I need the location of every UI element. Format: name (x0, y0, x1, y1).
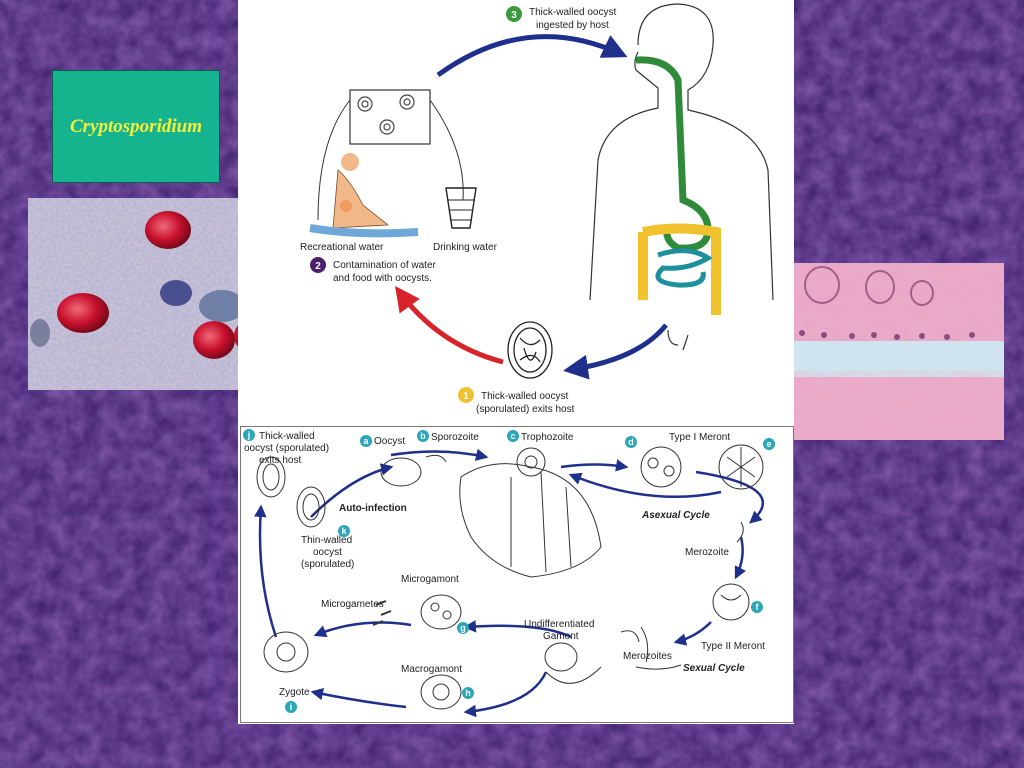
oocyst-red-3 (193, 321, 235, 359)
step2-line2: and food with oocysts. (333, 273, 432, 284)
yeast-cell-1 (160, 280, 192, 306)
arrow-contamination (395, 285, 504, 365)
human-host-figure (589, 3, 774, 351)
label-type2-meront: Type II Meront (701, 641, 765, 652)
parasite-cell-2 (865, 270, 895, 304)
slide-title: Cryptosporidium (70, 115, 202, 137)
drinking-glass-icon (445, 187, 477, 229)
label-j-line2: oocyst (sporulated) (244, 443, 329, 454)
label-undifferentiated: Undifferentiated (524, 619, 594, 630)
label-j-line3: exits host (259, 455, 301, 466)
label-zygote: Zygote (279, 687, 310, 698)
label-macrogamont: Macrogamont (401, 664, 462, 675)
life-cycle-diagram: j a b c d e f g h i k (238, 424, 794, 724)
svg-text:1: 1 (463, 391, 469, 402)
large-intestine-yellow (638, 223, 721, 315)
intestinal-histology-micrograph (762, 263, 1004, 440)
letter-badges: j a b c d e f g h i k (243, 429, 775, 713)
arrow-to-host (436, 34, 628, 78)
recreational-water-label: Recreational water (300, 242, 384, 253)
svg-text:i: i (290, 702, 293, 712)
label-k-line2: oocyst (313, 547, 342, 558)
drinking-water-label: Drinking water (433, 242, 498, 253)
svg-text:k: k (341, 526, 347, 536)
svg-text:h: h (465, 688, 471, 698)
parasite-cell-1 (804, 266, 840, 304)
step3-line2: ingested by host (536, 20, 609, 31)
step1-line2: (sporulated) exits host (476, 404, 575, 415)
label-gamont: Gamont (543, 631, 579, 642)
svg-text:c: c (510, 431, 515, 441)
cycle-arrows (254, 448, 764, 718)
swimmers-illustration (309, 153, 419, 238)
step2-line1: Contamination of water (333, 260, 437, 271)
step3-line1: Thick-walled oocyst (529, 7, 616, 18)
svg-text:j: j (247, 430, 251, 440)
yeast-cell-2 (199, 290, 245, 322)
svg-text:2: 2 (315, 261, 321, 272)
oocyst-red-2 (57, 293, 109, 333)
transmission-diagram: 3 Thick-walled oocyst ingested by host (238, 0, 794, 428)
label-microgametes: Microgametes (321, 599, 384, 610)
step1-badge (458, 387, 474, 403)
svg-text:b: b (420, 431, 426, 441)
label-j-line1: Thick-walled (259, 431, 315, 442)
svg-text:f: f (756, 602, 760, 612)
sporulated-oocyst-drawing (507, 321, 553, 379)
step2-badge (310, 257, 326, 273)
label-asexual-cycle: Asexual Cycle (641, 510, 710, 521)
svg-text:3: 3 (511, 10, 517, 21)
svg-text:d: d (628, 437, 634, 447)
organism-sketches (256, 444, 764, 710)
label-merozoites: Merozoites (623, 651, 672, 662)
label-merozoite: Merozoite (685, 547, 729, 558)
label-k-line3: (sporulated) (301, 559, 354, 570)
label-sporozoite: Sporozoite (431, 432, 479, 443)
svg-text:e: e (766, 439, 771, 449)
label-microgamont: Microgamont (401, 574, 459, 585)
label-oocyst: Oocyst (374, 436, 405, 447)
svg-text:a: a (363, 436, 369, 446)
label-trophozoite: Trophozoite (521, 432, 574, 443)
oocyst-inset-box (349, 89, 431, 145)
label-sexual-cycle: Sexual Cycle (683, 663, 745, 674)
step1-line1: Thick-walled oocyst (481, 391, 568, 402)
label-k-line1: Thin-walled (301, 535, 352, 546)
step3-badge (506, 6, 522, 22)
label-type1-meront: Type I Meront (669, 432, 730, 443)
arrow-exit-host (563, 323, 668, 380)
digestive-tract-green (635, 56, 712, 252)
small-intestine-teal (655, 248, 713, 288)
oocyst-red-1 (145, 211, 191, 249)
title-box: Cryptosporidium (52, 70, 220, 183)
label-auto-infection: Auto-infection (339, 503, 407, 514)
svg-text:g: g (460, 623, 466, 633)
